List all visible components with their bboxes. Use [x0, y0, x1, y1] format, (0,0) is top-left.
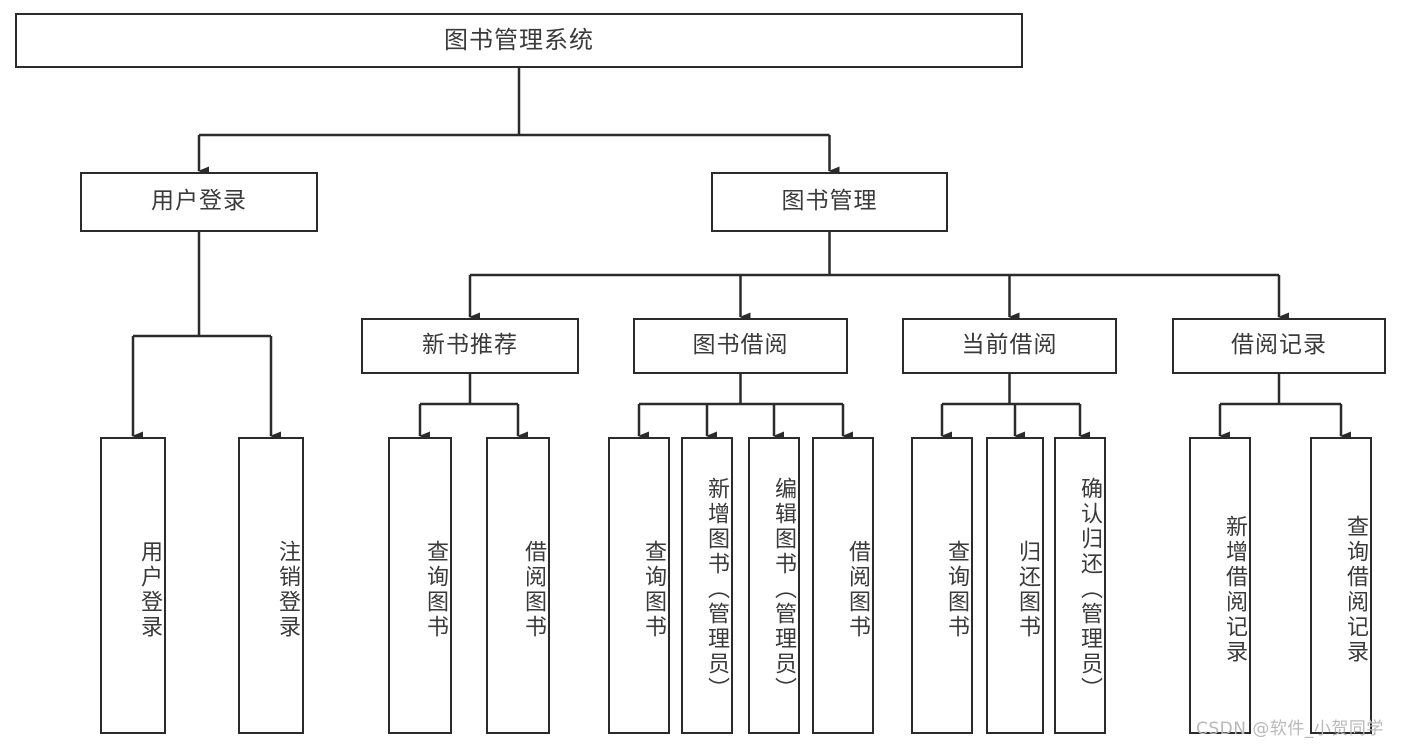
leaf-recommend-borrow-book[interactable]: 借阅图书 — [486, 437, 550, 734]
leaf-record-add-borrow-record[interactable]: 新增借阅记录 — [1189, 437, 1251, 734]
leaf-current-query-book[interactable]: 查询图书 — [911, 437, 973, 734]
node-root-system[interactable]: 图书管理系统 — [15, 13, 1023, 68]
leaf-borrow-query-book[interactable]: 查询图书 — [608, 437, 670, 734]
leaf-recommend-query-book[interactable]: 查询图书 — [388, 437, 452, 734]
node-book-borrowing[interactable]: 图书借阅 — [633, 318, 848, 374]
leaf-current-return-book[interactable]: 归还图书 — [986, 437, 1044, 734]
csdn-watermark: CSDN @软件_小贺同学 — [1196, 719, 1384, 739]
node-user-login-module[interactable]: 用户登录 — [80, 172, 318, 232]
leaf-borrow-add-book-admin[interactable]: 新增图书（管理员） — [681, 437, 733, 734]
node-book-management-module[interactable]: 图书管理 — [711, 172, 948, 232]
leaf-borrow-lend-book[interactable]: 借阅图书 — [812, 437, 874, 734]
node-borrowing-records[interactable]: 借阅记录 — [1172, 318, 1386, 374]
leaf-current-confirm-return-admin[interactable]: 确认归还（管理员） — [1054, 437, 1106, 734]
node-current-borrowing[interactable]: 当前借阅 — [902, 318, 1117, 374]
leaf-record-query-borrow-record[interactable]: 查询借阅记录 — [1310, 437, 1372, 734]
leaf-user-logout[interactable]: 注销登录 — [238, 437, 304, 734]
leaf-user-login[interactable]: 用户登录 — [100, 437, 166, 734]
leaf-borrow-edit-book-admin[interactable]: 编辑图书（管理员） — [748, 437, 800, 734]
node-new-book-recommendation[interactable]: 新书推荐 — [361, 318, 579, 374]
